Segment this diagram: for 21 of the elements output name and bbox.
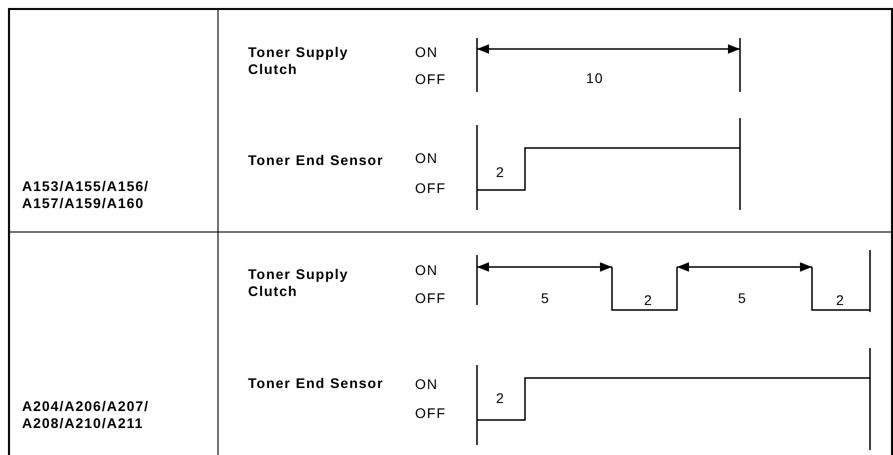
duration-value: 5 — [541, 290, 550, 307]
duration-value: 2 — [496, 164, 505, 181]
level-label: ON — [415, 376, 438, 393]
duration-value: 10 — [586, 70, 604, 87]
level-label: OFF — [415, 290, 446, 307]
model-number: A204/A206/A207/ A208/A210/A211 — [22, 398, 150, 432]
level-label: ON — [415, 262, 438, 279]
level-label: OFF — [415, 71, 446, 88]
signal-name: Toner End Sensor — [248, 152, 385, 169]
duration-value: 2 — [496, 390, 505, 407]
duration-value: 2 — [836, 292, 845, 309]
level-label: OFF — [415, 180, 446, 197]
level-label: ON — [415, 44, 438, 61]
signal-name: Toner Supply Clutch — [248, 44, 350, 78]
signal-name: Toner End Sensor — [248, 375, 385, 392]
level-label: OFF — [415, 405, 446, 422]
duration-value: 5 — [738, 290, 747, 307]
level-label: ON — [415, 150, 438, 167]
signal-name: Toner Supply Clutch — [248, 266, 350, 300]
model-number: A153/A155/A156/ A157/A159/A160 — [22, 178, 150, 212]
duration-value: 2 — [644, 292, 653, 309]
